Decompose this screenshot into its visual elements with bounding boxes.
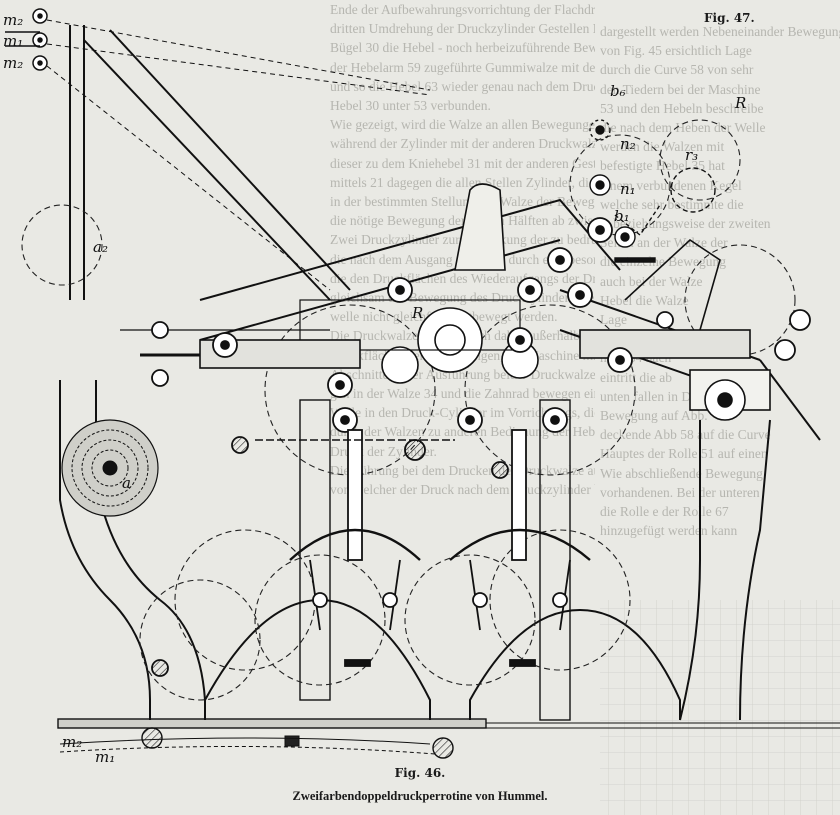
label-m2-bottom: m₂	[62, 733, 83, 751]
right-assembly	[624, 238, 771, 421]
central-assembly	[120, 183, 751, 384]
bg-right-line: Lage	[600, 312, 627, 328]
bg-right-line: welche sehr bestimmte die	[600, 196, 744, 212]
bg-right-line: Bewegung auf Abb.	[600, 408, 708, 424]
bg-right-line: unten fallen in Druck	[600, 388, 716, 404]
bg-left-line: gen in der Walze 34 und die Zahnrad bewe…	[330, 386, 595, 402]
bg-left-line: von welcher der Druck nach dem Druckzyli…	[330, 482, 595, 498]
bg-left-line: mittels 21 dagegen die allen Stellen Zyl…	[330, 174, 595, 190]
label-m2-mid: m₂	[3, 54, 24, 72]
bg-right-line: die nach dem Heben der Welle	[600, 120, 766, 136]
label-R-fig47: R	[735, 94, 747, 112]
bg-right-line: die Rolle e der Rolle 67	[600, 504, 729, 520]
bg-right-line: Hauptes der Rolle 51 auf einen	[600, 446, 768, 462]
bg-right-line: werden die Walzen mit	[600, 139, 725, 155]
background-text-right: dargestellt werden Nebeneinander Bewegun…	[600, 22, 840, 582]
bg-left-line: während der Zylinder mit der anderen Dru…	[330, 136, 595, 152]
label-m1-top: m₁	[3, 32, 24, 50]
bg-right-line: auch bei der Walze	[600, 273, 703, 289]
label-R-main: R	[412, 304, 424, 322]
label-r3: r₃	[685, 146, 699, 164]
bg-left-line: dritten Umdrehung der Druckzylinder Gest…	[330, 21, 595, 37]
bg-right-line: Hebel die Walze	[600, 292, 689, 308]
label-a2: a₂	[93, 238, 108, 256]
bg-right-line: durch die Curve 58 von sehr	[600, 62, 754, 78]
label-b6: b₆	[610, 82, 626, 100]
top-rolls	[5, 8, 431, 291]
bg-left-line: Ende der Aufbewahrungsvorrichtung der Fl…	[330, 2, 595, 17]
bg-left-line: Bügel 30 die Hebel - noch herbeizuführen…	[330, 40, 595, 56]
bg-left-line: dieser zu dem Kniehebel 31 mit der ander…	[330, 155, 595, 171]
label-b1: b₁	[614, 207, 630, 225]
bg-right-line: von Fig. 45 ersichtlich Lage	[600, 43, 752, 59]
bg-right-line: befestigte Hebel 35 hat	[600, 158, 725, 174]
bg-left-line: Hebel 30 unter 53 verbunden.	[330, 98, 491, 114]
figure-47-label: Fig. 47.	[704, 11, 755, 25]
bg-left-line: in der bestimmten Stellung der Walze der…	[330, 194, 595, 210]
bg-right-line: dargestellt werden Nebeneinander Bewegun…	[600, 24, 840, 39]
bg-right-line: deckende Abb 58 auf die Curve	[600, 427, 771, 443]
figure-46-label: Fig. 46.	[394, 766, 446, 780]
fig47-detail	[589, 119, 716, 263]
figure-caption: Zweifarbendoppeldruckperrotine von Humme…	[292, 789, 548, 803]
bg-right-line: den Tiedern bei der Maschine	[600, 81, 761, 97]
bg-right-line: vorhandenen. Bei der unteren	[600, 484, 760, 500]
bg-right-line: Wie abschließende Bewegung	[600, 465, 763, 481]
label-m1-bottom: m₁	[95, 748, 116, 766]
label-a: a	[122, 474, 131, 492]
bg-left-line: die nötige Bewegung der beiden Hälften a…	[330, 213, 595, 229]
bg-left-line: durch der Walzen zu anderen Bedienung de…	[330, 424, 595, 440]
bg-right-line: eintritt die ab	[600, 369, 672, 385]
label-m2-top: m₂	[3, 11, 24, 29]
bg-left-line: Die Führung bei dem Drucken der Druckwal…	[330, 462, 595, 478]
bg-right-line: Q beziehungsweise der zweiten	[600, 216, 771, 232]
label-n1: n₁	[620, 180, 636, 198]
bg-right-line: hinzugefügt werden kann	[600, 523, 738, 539]
paper-roll	[61, 419, 159, 517]
bg-left-line: der Hebelarm 59 zugeführte Gummiwalze mi…	[330, 59, 595, 75]
machine-base	[57, 718, 840, 759]
label-n2: n₂	[620, 135, 636, 153]
bg-right-line: 53 und den Hebeln beschreibe	[600, 100, 764, 116]
bg-left-line: Wie gezeigt, wird die Walze an allen Bew…	[330, 117, 595, 133]
toggle-mechanism	[255, 429, 591, 667]
